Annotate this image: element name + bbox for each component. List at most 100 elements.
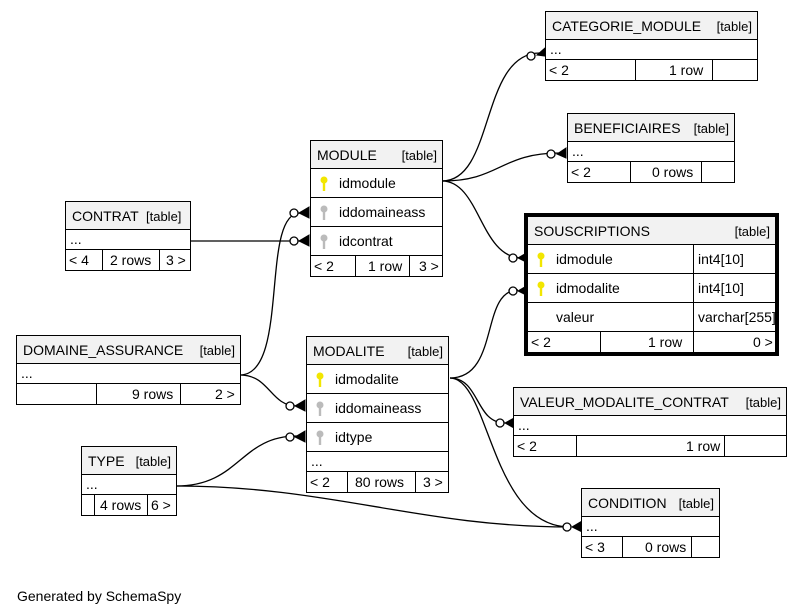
primary-key-icon <box>320 176 328 191</box>
crowfoot-arrow <box>297 206 310 219</box>
table-kind: [table] <box>734 224 770 239</box>
row-count: 1 row <box>368 258 403 274</box>
crowfoot-arrow <box>293 430 306 443</box>
table-categorie-module[interactable]: CATEGORIE_MODULE [table] ... < 2 1 row <box>545 11 758 81</box>
row-count: 1 row <box>648 334 683 350</box>
column-name: idcontrat <box>339 233 393 249</box>
table-header: TYPE [table] <box>82 447 176 475</box>
parents-count: < 2 <box>571 164 591 180</box>
primary-key-icon <box>537 281 545 296</box>
children-count: 3 > <box>166 252 186 268</box>
row-count: 80 rows <box>355 474 405 490</box>
table-name: CONDITION <box>588 495 667 511</box>
edge-end-circle <box>526 51 536 61</box>
table-footer: < 2 1 row 0 > <box>528 332 775 352</box>
edge-modalite-souscriptions <box>449 289 519 379</box>
primary-key-icon <box>537 252 545 267</box>
table-footer: 9 rows 2 > <box>17 384 240 404</box>
edge-end-circle <box>289 236 299 246</box>
table-name: CONTRAT <box>72 208 139 224</box>
parents-count: < 2 <box>517 438 537 454</box>
table-kind: [table] <box>745 395 781 410</box>
children-count: 3 > <box>423 474 443 490</box>
column-row[interactable]: iddomaineass <box>311 198 442 227</box>
column-row[interactable]: idmodalite int4[10] <box>528 274 775 303</box>
more-columns: ... <box>66 230 190 250</box>
table-name: VALEUR_MODALITE_CONTRAT <box>520 394 729 410</box>
column-row[interactable]: valeur varchar[255] <box>528 303 776 332</box>
edge-end-circle <box>495 418 505 428</box>
edge-module-souscriptions <box>441 180 523 259</box>
table-name: MODULE <box>317 147 377 163</box>
generated-by-footer: Generated by SchemaSpy <box>17 588 182 604</box>
table-modalite[interactable]: MODALITE [table] idmodalite iddomaineass… <box>306 336 449 493</box>
table-name: CATEGORIE_MODULE <box>552 18 702 34</box>
column-name: idmodule <box>556 251 613 267</box>
column-row[interactable]: idmodule <box>311 169 442 198</box>
column-row[interactable]: idcontrat <box>311 227 442 256</box>
column-row[interactable]: iddomaineass <box>307 394 448 423</box>
edge-type-condition <box>175 485 571 528</box>
table-domaine-assurance[interactable]: DOMAINE_ASSURANCE [table] ... 9 rows 2 > <box>16 335 241 405</box>
table-kind: [table] <box>678 496 714 511</box>
column-type: int4[10] <box>693 245 744 273</box>
column-type: int4[10] <box>693 274 744 302</box>
more-columns: ... <box>568 142 734 162</box>
table-name: DOMAINE_ASSURANCE <box>23 342 184 358</box>
column-row[interactable]: idmodule int4[10] <box>528 245 775 274</box>
table-footer: < 2 0 rows <box>568 162 734 182</box>
table-kind: [table] <box>199 343 235 358</box>
table-souscriptions[interactable]: SOUSCRIPTIONS [table] idmodule int4[10] … <box>524 213 779 356</box>
table-footer: < 3 0 rows <box>582 537 719 557</box>
table-condition[interactable]: CONDITION [table] ... < 3 0 rows <box>581 488 720 558</box>
table-name: BENEFICIAIRES <box>574 120 681 136</box>
table-contrat[interactable]: CONTRAT [table] ... < 4 2 rows 3 > <box>65 201 191 271</box>
table-type[interactable]: TYPE [table] ... 4 rows 6 > <box>81 446 177 516</box>
table-kind: [table] <box>716 19 752 34</box>
table-header: SOUSCRIPTIONS [table] <box>528 217 775 245</box>
foreign-key-icon <box>316 430 324 445</box>
table-kind: [table] <box>407 344 443 359</box>
table-kind: [table] <box>146 209 182 224</box>
edge-end-circle <box>508 286 518 296</box>
row-count: 9 rows <box>132 386 174 402</box>
row-count: 0 rows <box>652 164 694 180</box>
column-name: idmodalite <box>556 280 620 296</box>
foreign-key-icon <box>320 234 328 249</box>
table-footer: < 2 1 row <box>514 436 786 456</box>
row-count: 0 rows <box>645 539 687 555</box>
edge-module-beneficiaires <box>441 152 561 182</box>
foreign-key-icon <box>316 401 324 416</box>
edge-end-circle <box>508 253 518 263</box>
edge-modalite-condition <box>449 377 571 528</box>
primary-key-icon <box>316 372 324 387</box>
more-columns: ... <box>307 452 448 472</box>
edge-domaine-module <box>239 212 301 376</box>
table-header: VALEUR_MODALITE_CONTRAT [table] <box>514 388 786 416</box>
table-valeur-modalite-contrat[interactable]: VALEUR_MODALITE_CONTRAT [table] ... < 2 … <box>513 387 787 457</box>
column-row[interactable]: idtype <box>307 423 448 452</box>
parents-count: < 3 <box>585 539 605 555</box>
table-header: MODALITE [table] <box>307 337 448 365</box>
column-name: idtype <box>335 429 373 445</box>
table-footer: < 2 80 rows 3 > <box>307 472 448 492</box>
table-header: CATEGORIE_MODULE [table] <box>546 12 757 40</box>
column-row[interactable]: idmodalite <box>307 365 448 394</box>
parents-count: < 2 <box>531 334 551 350</box>
table-header: BENEFICIAIRES [table] <box>568 114 734 142</box>
table-footer: < 2 1 row 3 > <box>311 256 442 276</box>
table-header: MODULE [table] <box>311 141 442 169</box>
more-columns: ... <box>17 364 240 384</box>
crowfoot-arrow <box>535 46 546 57</box>
edge-module-categorie <box>441 52 541 182</box>
table-beneficiaires[interactable]: BENEFICIAIRES [table] ... < 2 0 rows <box>567 113 735 183</box>
table-module[interactable]: MODULE [table] idmodule iddomaineass idc… <box>310 140 443 277</box>
table-footer: < 4 2 rows 3 > <box>66 250 190 270</box>
more-columns: ... <box>582 517 719 537</box>
foreign-key-icon <box>320 205 328 220</box>
table-kind: [table] <box>693 121 729 136</box>
table-footer: 4 rows 6 > <box>82 495 176 515</box>
edge-end-circle <box>285 432 295 442</box>
row-count: 1 row <box>669 62 704 78</box>
